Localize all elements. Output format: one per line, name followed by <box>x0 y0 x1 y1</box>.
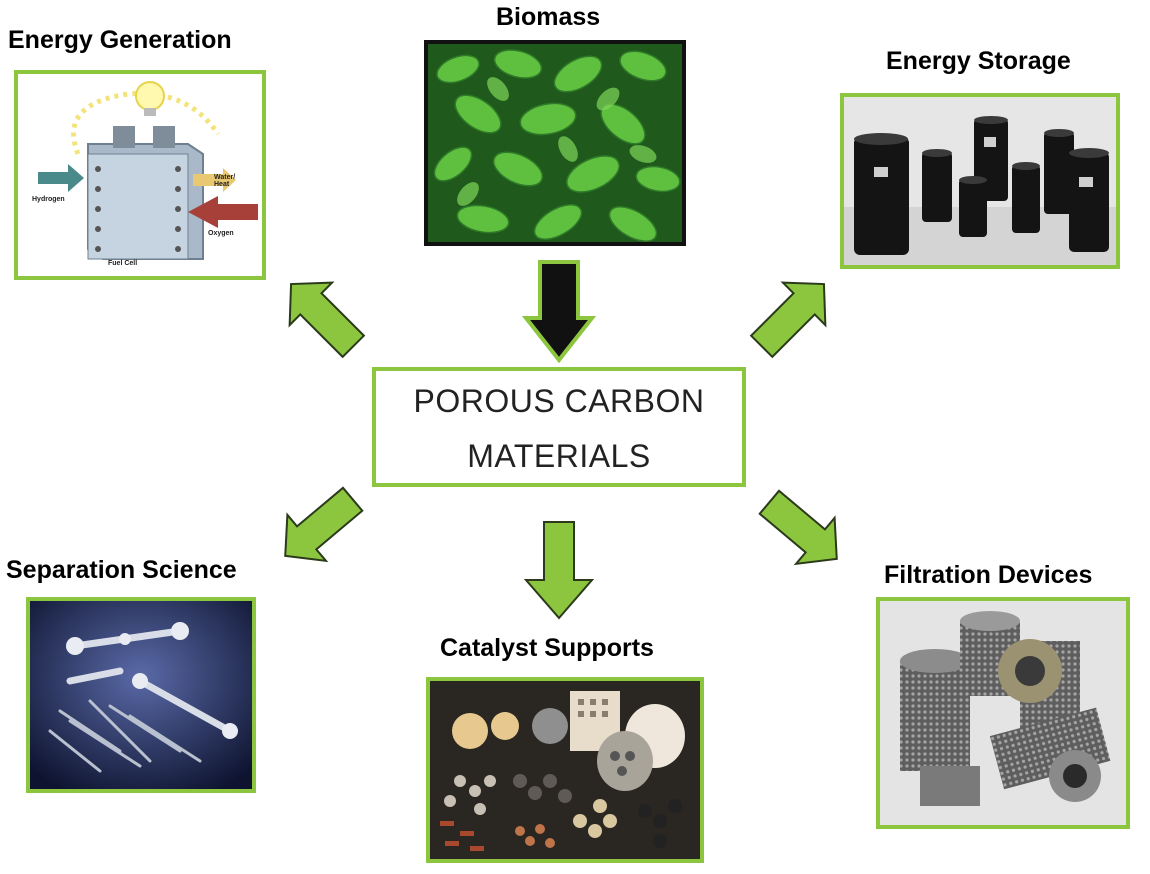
arrow-to-catalyst-supports <box>523 521 595 620</box>
catalyst-supports-image <box>426 677 704 863</box>
porous-carbon-materials-box: POROUS CARBON MATERIALS <box>372 367 746 487</box>
center-title-line2: MATERIALS <box>467 438 651 474</box>
chromatography-columns-photo <box>30 601 252 789</box>
arrow-to-filtration-devices <box>758 489 838 566</box>
catalyst-pellets-photo <box>430 681 700 859</box>
catalyst-supports-label: Catalyst Supports <box>440 634 654 662</box>
separation-science-label: Separation Science <box>6 556 237 584</box>
arrow-to-separation-science <box>284 486 364 563</box>
water-heat-sublabel: Water/ Heat <box>214 174 236 188</box>
capacitors-photo <box>844 97 1116 265</box>
filter-cartridges-photo <box>880 601 1126 825</box>
energy-storage-image <box>840 93 1120 269</box>
separation-science-image <box>26 597 256 793</box>
arrow-to-energy-storage <box>749 281 827 359</box>
biomass-image <box>424 40 686 246</box>
arrow-to-energy-generation <box>288 281 366 359</box>
arrow-down-from-biomass <box>521 260 597 364</box>
filtration-devices-image <box>876 597 1130 829</box>
center-title-line1: POROUS CARBON <box>413 383 705 419</box>
oxygen-sublabel: Oxygen <box>208 230 234 237</box>
biomass-label: Biomass <box>496 3 601 31</box>
filtration-devices-label: Filtration Devices <box>884 561 1093 589</box>
energy-storage-label: Energy Storage <box>886 47 1071 75</box>
fuel-cell-illustration <box>18 74 262 276</box>
hydrogen-sublabel: Hydrogen <box>32 196 65 203</box>
energy-generation-image: Hydrogen Water/ Heat Oxygen Fuel Cell <box>14 70 266 280</box>
fuel-cell-sublabel: Fuel Cell <box>108 260 138 267</box>
leaves-photo <box>428 44 682 242</box>
energy-generation-label: Energy Generation <box>8 26 232 54</box>
